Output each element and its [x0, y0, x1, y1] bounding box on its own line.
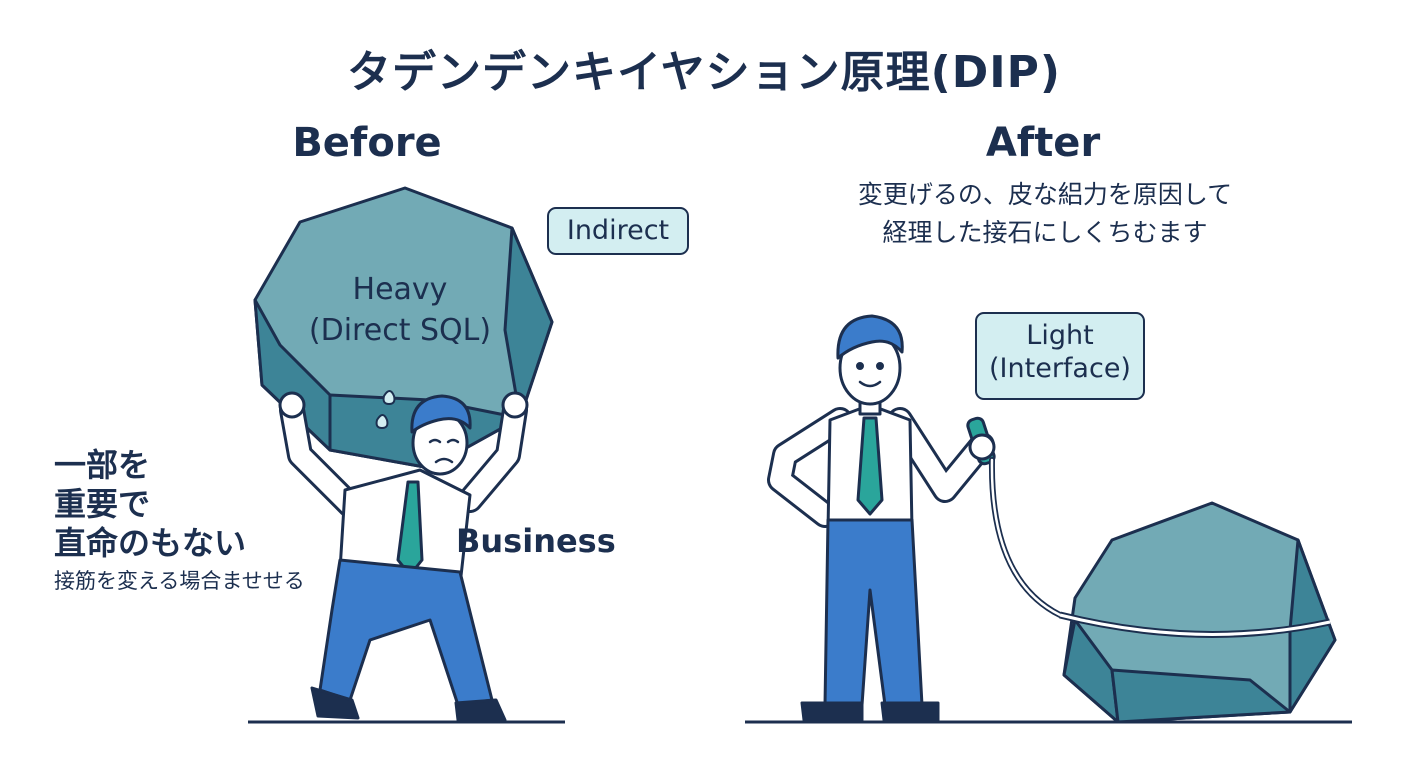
confident-businessman	[767, 314, 996, 722]
after-heading: After	[985, 120, 1101, 166]
light-tag-line2: (Interface)	[989, 352, 1131, 384]
before-note-line2: 重要で	[54, 485, 151, 524]
before-note: 一部を 重要で 直命のもない 接筋を変える場合ませせる	[54, 446, 305, 595]
light-tag-line1: Light	[1026, 320, 1094, 351]
heavy-rock-label-line1: Heavy	[352, 272, 448, 307]
indirect-tag: Indirect	[547, 207, 689, 255]
before-heading: Before	[292, 120, 442, 166]
struggling-businessman	[278, 391, 529, 722]
heavy-rock-label: Heavy (Direct SQL)	[270, 270, 530, 351]
after-description-line1: 変更げるの、皮な絽力を原因して	[857, 180, 1233, 209]
page-title: タデンデンキイヤション原理(DIP)	[346, 47, 1062, 98]
before-note-line1: 一部を	[54, 446, 151, 484]
before-note-line4: 接筋を変える場合ませせる	[54, 569, 305, 594]
light-rock	[1062, 501, 1337, 724]
heavy-rock	[253, 186, 554, 470]
sweat-drops-icon	[375, 390, 396, 430]
after-description: 変更げるの、皮な絽力を原因して 経理した接石にしくちむます	[780, 176, 1310, 251]
after-description-line2: 経理した接石にしくちむます	[882, 217, 1208, 247]
heavy-rock-label-line2: (Direct SQL)	[308, 312, 492, 348]
light-interface-tag: Light (Interface)	[975, 312, 1145, 400]
interface-cord	[988, 457, 1063, 618]
business-label: Business	[456, 522, 616, 560]
before-note-line3: 直命のもない	[54, 524, 247, 563]
